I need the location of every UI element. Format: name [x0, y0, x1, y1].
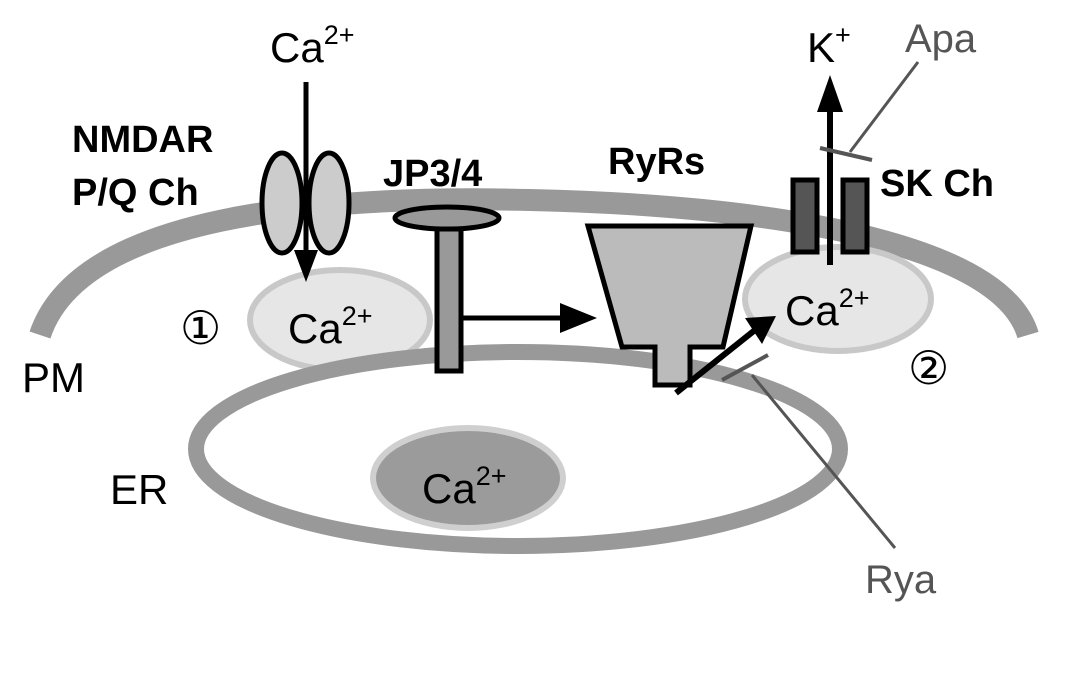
ca-influx-arrowhead — [294, 250, 318, 282]
ca-microdomain-right — [742, 244, 934, 354]
er-label: ER — [110, 466, 168, 513]
nmdar-channel — [259, 150, 352, 256]
ca-extracellular-label: Ca2+ — [270, 20, 355, 71]
ryrs-label: RyRs — [608, 141, 705, 183]
apa-inhibitor-line — [848, 61, 920, 153]
ryr-release-arrowhead — [745, 316, 776, 344]
rya-label: Rya — [865, 558, 937, 602]
plasma-membrane — [29, 188, 1039, 339]
er-membrane — [188, 344, 848, 554]
ca-microdomain-right-label: Ca2+ — [785, 283, 870, 334]
sk-channel — [790, 177, 870, 255]
rya-inhibitor-line — [750, 374, 897, 549]
ca-microdomain-left-label: Ca2+ — [288, 301, 373, 352]
nmdar-label: NMDAR — [72, 119, 213, 161]
k-ion-label: K+ — [807, 20, 851, 71]
apa-label: Apa — [905, 17, 977, 61]
pq-channel-label: P/Q Ch — [72, 172, 199, 214]
apa-inhibitor-bar — [819, 146, 873, 162]
ca-er-label: Ca2+ — [422, 461, 507, 512]
site-1-marker: ① — [180, 302, 221, 354]
pm-label: PM — [22, 354, 85, 401]
site-2-marker: ② — [908, 342, 949, 394]
jp-label: JP3/4 — [383, 153, 482, 195]
jp-junctophilin — [392, 204, 502, 374]
er-ca-store — [370, 425, 566, 531]
k-efflux-arrowhead — [817, 75, 843, 112]
sk-channel-label: SK Ch — [880, 163, 994, 205]
rya-inhibitor-bar — [721, 353, 769, 382]
jp-to-ryr-arrowhead — [560, 303, 597, 333]
ryr-release-arrow — [674, 327, 757, 396]
